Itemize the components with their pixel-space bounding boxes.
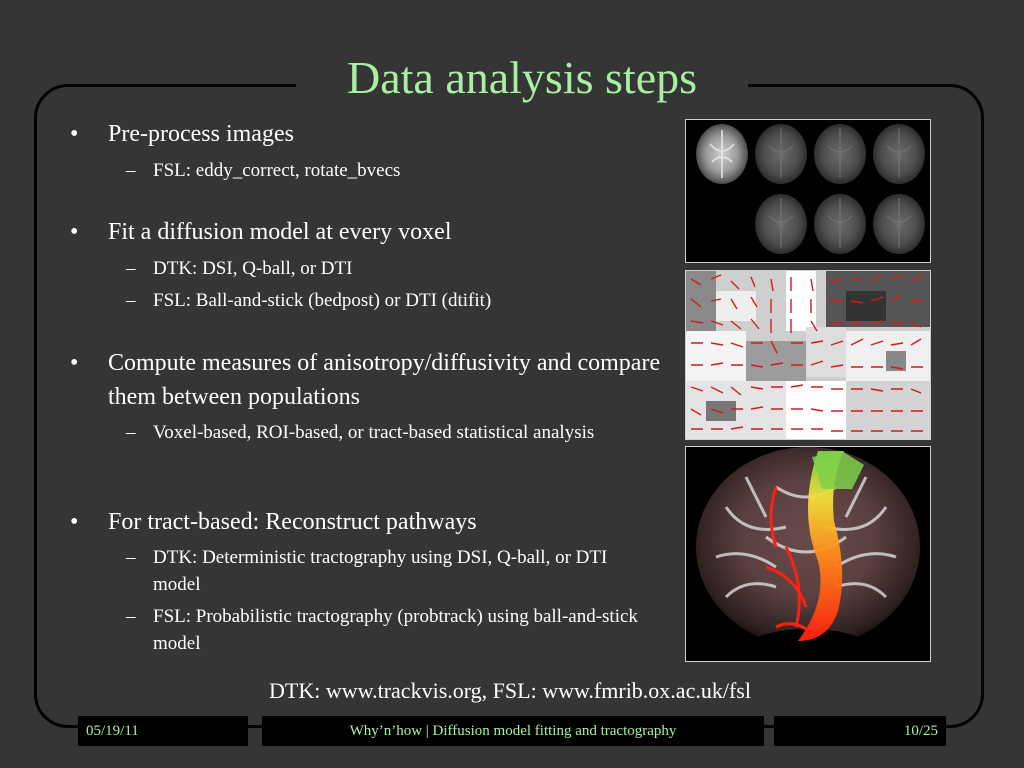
- sub-bullet-dash: –: [126, 422, 136, 443]
- footer-title-box: Why’n’how | Diffusion model fitting and …: [262, 716, 764, 746]
- bullet-dot: •: [70, 219, 79, 245]
- bullet-text: Fit a diffusion model at every voxel: [108, 219, 452, 245]
- footer-page-box: 10/25: [774, 716, 946, 746]
- bullet-text: Compute measures of anisotropy/diffusivi…: [108, 350, 661, 410]
- sub-bullet-text: DTK: Deterministic tractography using DS…: [153, 547, 608, 595]
- sub-bullet-dash: –: [126, 547, 136, 568]
- dwi-brain-slices-image: [685, 119, 931, 263]
- sub-bullet-text: Voxel-based, ROI-based, or tract-based s…: [153, 422, 595, 443]
- bullet-dot: •: [70, 509, 79, 535]
- voxel-grid-graphic: [686, 271, 930, 439]
- sub-bullet-text: DTK: DSI, Q-ball, or DTI: [153, 258, 353, 279]
- footer-date: 05/19/11: [86, 723, 139, 739]
- sub-bullet-dash: –: [126, 606, 136, 627]
- brain-slices-graphic: [696, 124, 925, 254]
- footer-title: Why’n’how | Diffusion model fitting and …: [349, 723, 677, 739]
- sub-bullet-text: FSL: Probabilistic tractography (probtra…: [153, 606, 638, 654]
- bullet-dot: •: [70, 121, 79, 147]
- tractography-graphic: [696, 447, 920, 661]
- slide-title: Data analysis steps: [296, 46, 748, 110]
- sub-bullet-text: FSL: Ball-and-stick (bedpost) or DTI (dt…: [153, 290, 492, 311]
- sub-bullet-dash: –: [126, 290, 136, 311]
- tractography-overlay-image: [685, 446, 931, 662]
- bullet-dot: •: [70, 350, 79, 376]
- resource-links: DTK: www.trackvis.org, FSL: www.fmrib.ox…: [269, 678, 751, 703]
- footer-page-number: 10/25: [903, 723, 938, 739]
- bullet-text: Pre-process images: [108, 121, 294, 147]
- sub-bullet-dash: –: [126, 160, 136, 181]
- sub-bullet-text: FSL: eddy_correct, rotate_bvecs: [153, 160, 401, 181]
- footer-date-box: 05/19/11: [78, 716, 248, 746]
- voxel-orientation-map-image: [685, 270, 931, 440]
- bullet-text: For tract-based: Reconstruct pathways: [108, 509, 477, 535]
- sub-bullet-dash: –: [126, 258, 136, 279]
